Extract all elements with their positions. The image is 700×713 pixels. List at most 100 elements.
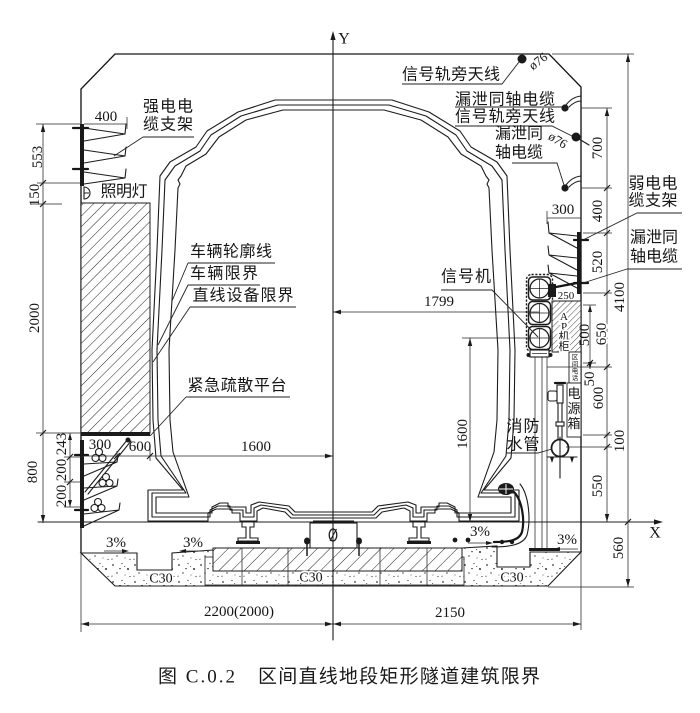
dim-left-bracket-width: 400 [95,109,118,125]
vertical-label-glyph: 柜 [559,340,570,353]
strong-current-cable-bracket [71,123,127,186]
cable-section [90,503,99,513]
dim-height-chain: 550 [590,475,606,498]
vertical-label-glyph: 电 [567,386,580,401]
bracket-arms [83,454,121,527]
concrete-grade-right: C30 [500,571,523,586]
dim-right-half-width: 2150 [435,605,465,621]
x-axis-label: X [649,525,661,542]
y-axis-label: Y [338,31,350,48]
dim-height-chain: 600 [591,387,607,410]
power-box-body [566,382,582,438]
wall-extension-lines [80,552,582,632]
anchor-bolt [465,537,471,543]
trackside-equipment-top [517,54,590,192]
vehicle-contour-line [332,109,512,514]
signal-base-bolt [548,353,553,357]
anchor-bolt [356,537,362,545]
cable-section [98,453,107,463]
x-axis-arrow-icon [654,519,663,525]
rail-left-baseplate [236,541,260,544]
dim-height-chain: 700 [590,137,606,160]
bracket-bolts [71,126,90,171]
section-telephone-label: 区间电话 [572,353,579,382]
hydrant-valve-body [556,384,564,404]
vehicle-contour-line [155,109,335,514]
leaky-cable-bracket-label-line2: 轴电缆 [630,248,678,266]
vehicle-gauge-label: 车辆限界 [190,265,258,283]
fire-pipe-label-line2: 水管 [507,436,540,454]
vehicle-gauge-line [332,104,516,518]
cable-section [97,503,106,513]
cable-conduit [491,483,530,548]
weak-bracket-label-line2: 缆支架 [629,192,678,210]
cable-section [94,447,104,457]
vertical-label-glyph: 源 [567,401,580,416]
dim-height-chain: 400 [590,200,606,223]
vertical-label-glyph: 话 [572,373,579,382]
bracket-plate [80,440,84,528]
fire-pipe-label-line1: 消防 [507,418,540,436]
track-bed [79,520,583,587]
cable-section [93,497,103,507]
coordinate-axes: Y X [37,31,663,641]
evacuation-platform-label: 紧急疏散平台 [188,377,287,395]
weak-bracket-label-line1: 弱电电 [629,175,678,193]
anchor-bolt [304,537,310,545]
evacuation-platform [81,432,150,495]
leaky-cable-wall-label-line1: 漏泄同 [495,125,543,143]
signal-wall-bracket [554,281,579,289]
signal-machine-label: 信号机 [441,268,491,286]
weak-current-cable-bracket [547,221,590,294]
signal-antenna-top-label: 信号轨旁天线 [402,66,500,84]
cross-slope-label: 3% [470,524,490,540]
dim-rail-to-ceiling: 4100 [612,282,628,312]
bracket-plate [577,232,581,294]
ap-cabinet-body [551,300,582,353]
dim-left-platform-height: 800 [25,461,41,484]
bracket-arms [83,123,127,185]
platform-deck [81,432,150,436]
anchor-bolt [452,537,458,543]
strong-bracket-label-line2: 缆支架 [143,116,193,134]
slope-arrow-lines [104,542,578,552]
equipment-gauge-line [332,99,520,522]
bracket-plate [80,124,84,186]
dim-platform-to-centerline: 1600 [241,439,271,455]
bracket-bolts [73,453,90,512]
vehicle-gauge-line [151,104,335,518]
dim-left-bracket-spacing: 200 [54,459,70,482]
dim-left-bracket-spacing: 200 [54,485,70,508]
dim-left-bracket-spacing: 243 [54,433,70,456]
dim-platform-width: 600 [129,439,152,455]
lighting-lamp-label: 照明灯 [101,183,148,201]
cross-slope-label: 3% [106,535,126,551]
dim-left-bracket-height: 553 [30,146,46,169]
cross-slope-label: 3% [183,535,203,551]
clearance-profiles-left [147,99,335,522]
track-slab-hatched [212,547,463,572]
bracket-arms [547,221,578,289]
y-axis-arrow-icon [330,31,336,40]
label-leaders [113,61,682,454]
signal-post [534,357,548,550]
vertical-label-glyph: 间 [572,360,579,368]
power-box: 电源箱 [566,382,582,438]
clearance-profiles-right [332,99,520,522]
dim-left-half-width: 2200(2000) [204,604,274,620]
dim-left-hatched-zone: 2000 [27,303,43,333]
signal-antenna-icon [517,54,527,64]
signal-connector-box [548,284,556,297]
vertical-label-glyph: 箱 [567,416,580,431]
concrete-grade-left: C30 [149,572,172,587]
rail-right-baseplate [407,541,431,544]
dim-rail-to-slab-bottom: 560 [611,537,627,560]
cable-section [105,478,114,488]
equipment-gauge-label: 直线设备限界 [193,287,294,305]
concrete-grade-center: C30 [299,571,322,586]
section-telephone: 区间电话 [568,351,582,384]
vertical-label-glyph: 机 [559,329,570,343]
cable-section [101,472,111,482]
leaky-cable-wall-label-line2: 轴电缆 [495,144,543,162]
